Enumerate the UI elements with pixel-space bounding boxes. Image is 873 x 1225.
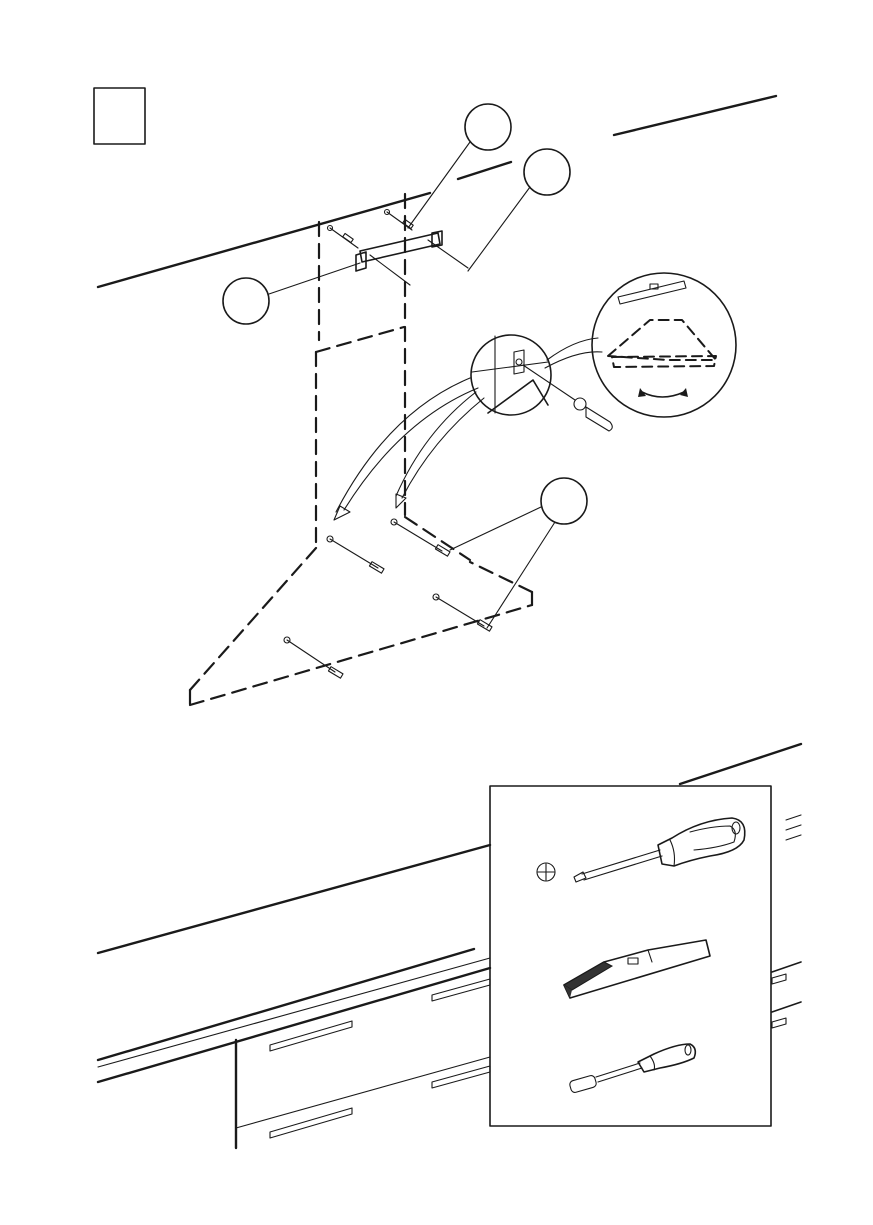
callout-2 <box>468 149 570 271</box>
detail-zoom-small <box>471 335 551 415</box>
socket-screwdriver-icon <box>569 1044 695 1093</box>
spirit-level-icon <box>564 940 710 998</box>
hood-outline <box>190 517 532 705</box>
detail-zoom-level <box>545 273 736 417</box>
screws <box>284 519 492 678</box>
kitchen-counter <box>98 744 801 1148</box>
step-number-box <box>94 88 145 144</box>
phillips-screwdriver-icon <box>537 818 745 882</box>
placement-arrows <box>334 378 484 520</box>
callout-4 <box>450 478 587 628</box>
tools-box <box>490 786 771 1126</box>
wall-bracket <box>328 210 469 286</box>
chimney-outline <box>316 194 405 545</box>
callout-3 <box>223 263 360 324</box>
wall-ceiling-lines <box>98 96 776 287</box>
